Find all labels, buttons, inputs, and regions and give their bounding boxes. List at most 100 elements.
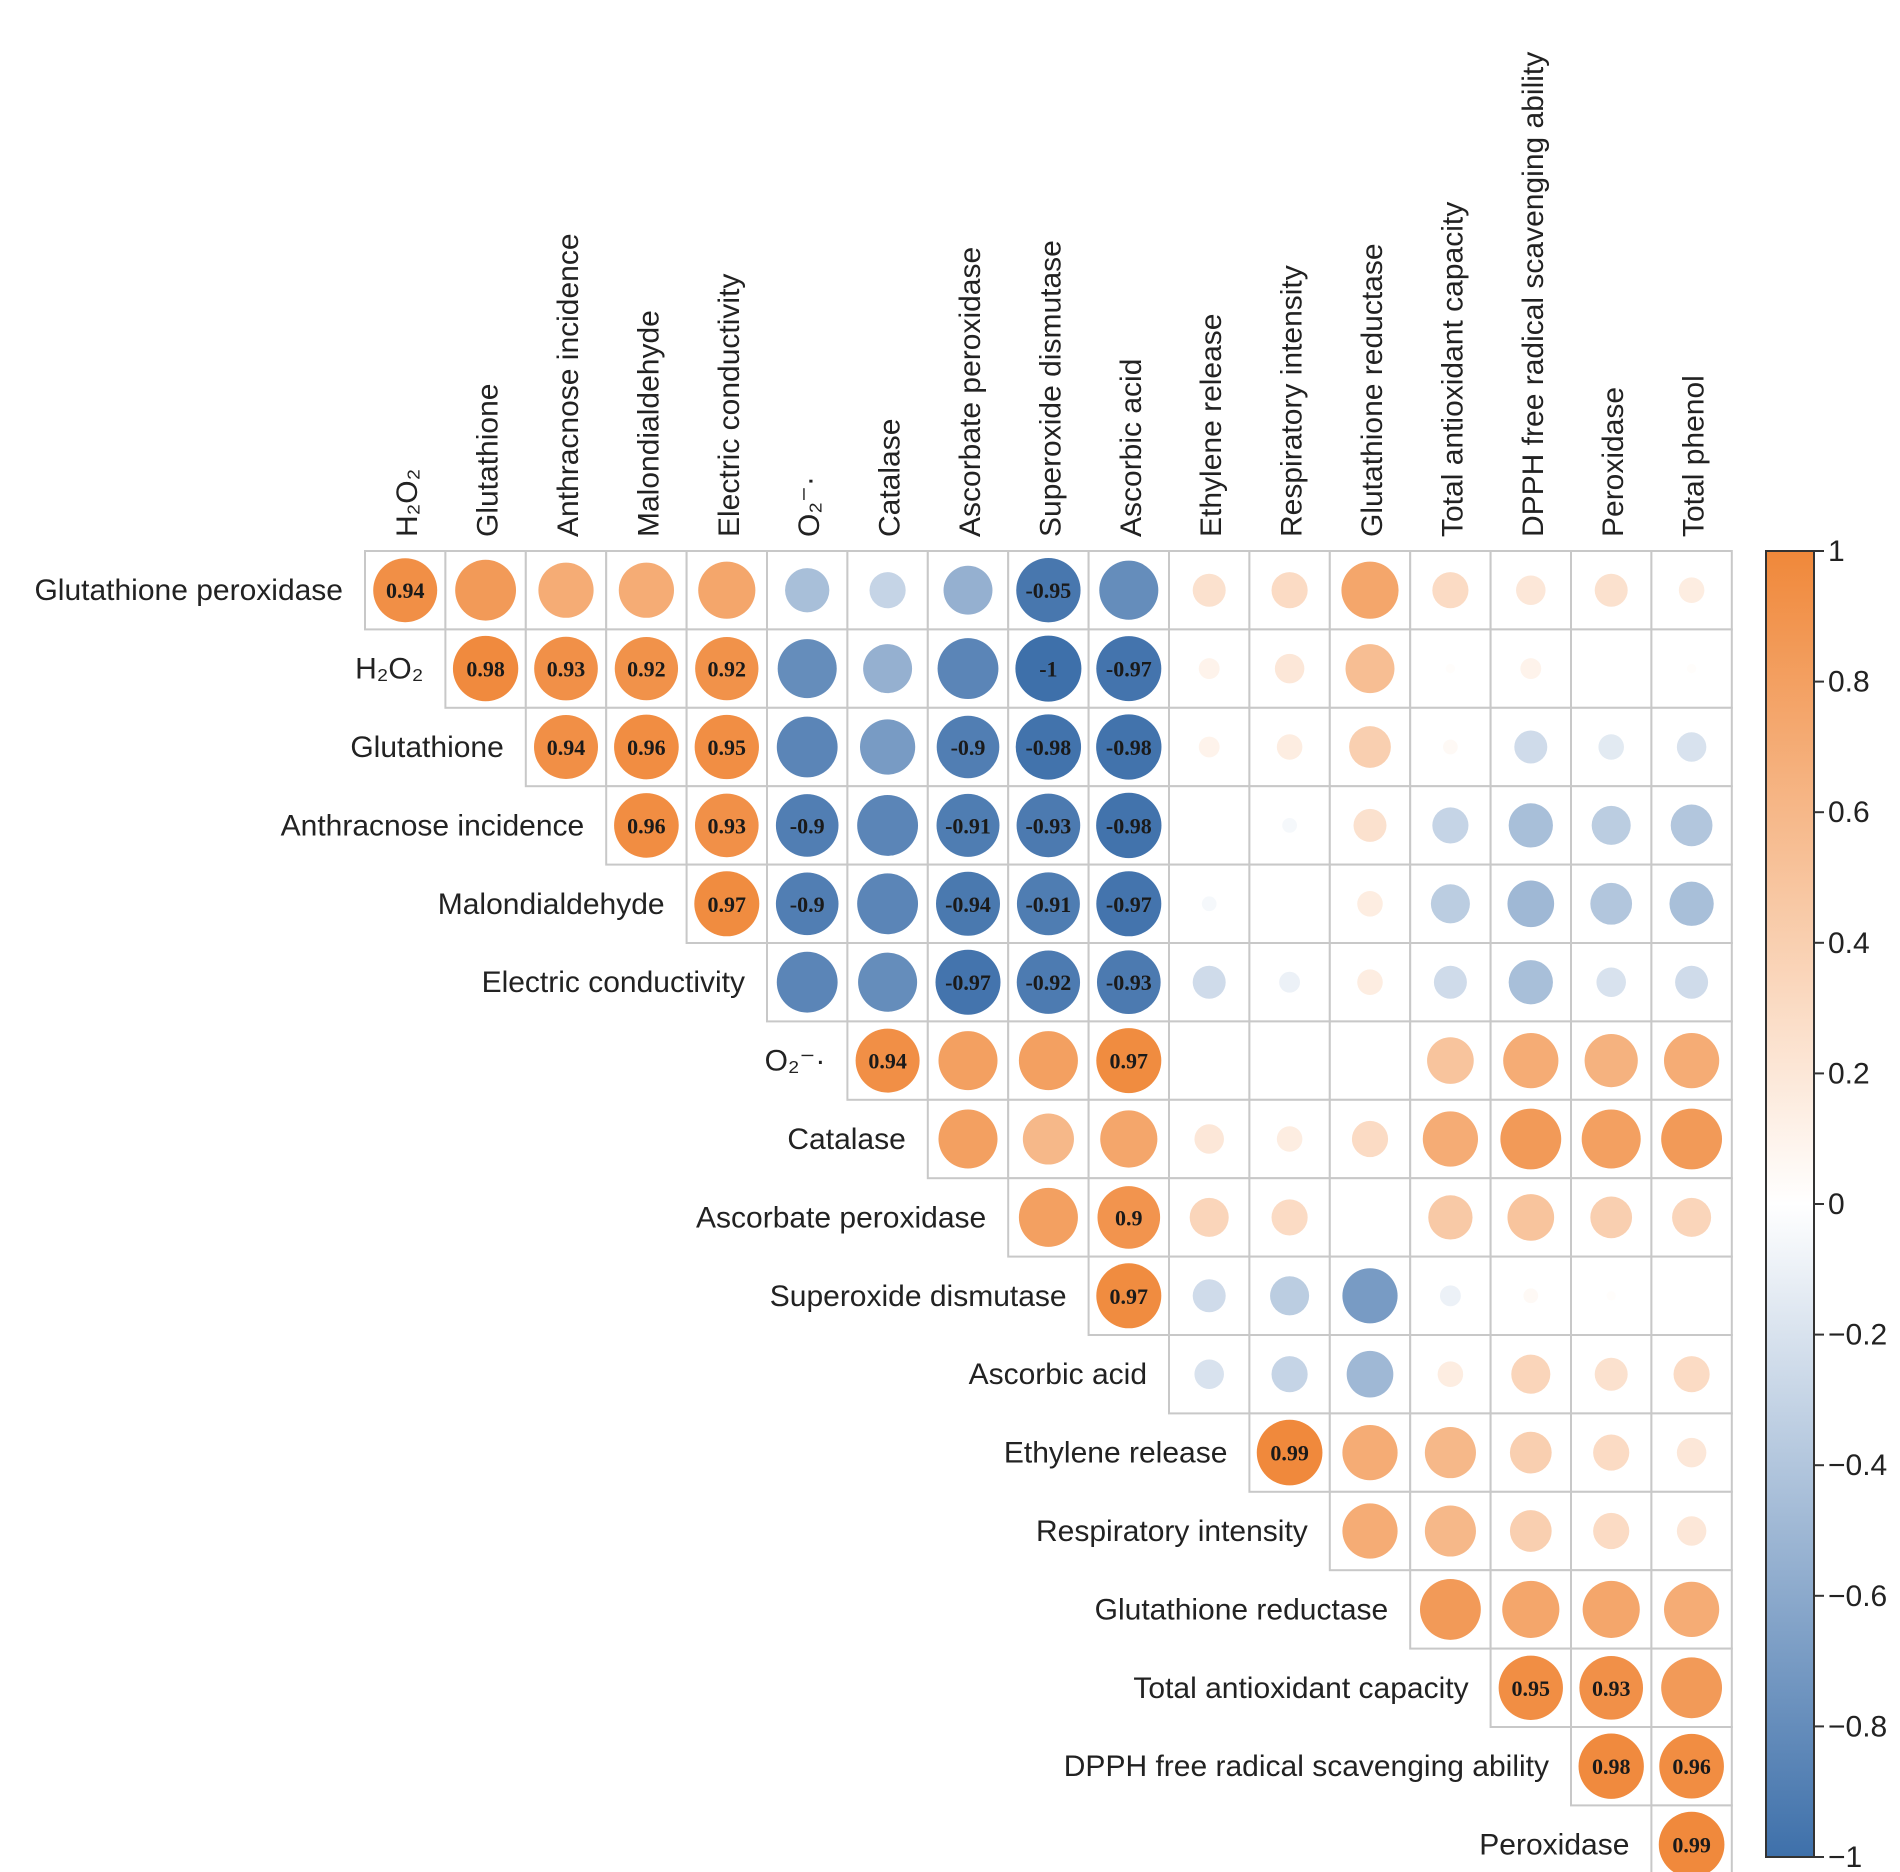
- value-label: 0.96: [627, 735, 666, 760]
- row-labels: Glutathione peroxidaseH₂O₂GlutathioneAnt…: [34, 574, 1629, 1861]
- correlation-circle: [1503, 1032, 1559, 1089]
- correlation-circle: [775, 794, 839, 857]
- correlation-circle: [1578, 1733, 1644, 1799]
- row-label: Ethylene release: [1004, 1437, 1227, 1470]
- correlation-circle: [1678, 577, 1705, 603]
- correlation-circle: [1430, 884, 1470, 924]
- column-label: Peroxidase: [1597, 387, 1630, 537]
- value-label: 0.97: [1110, 1049, 1149, 1074]
- correlation-circle: [1581, 1109, 1641, 1169]
- cell: [1168, 785, 1251, 866]
- correlation-circle: [775, 872, 839, 936]
- correlation-circle: [1201, 896, 1217, 912]
- value-label: 0.96: [627, 813, 666, 838]
- correlation-circle: [1349, 726, 1391, 768]
- correlation-circle: [1516, 575, 1546, 605]
- column-label: Ethylene release: [1195, 314, 1228, 537]
- cell: [1328, 863, 1412, 944]
- correlation-circle: [1673, 1356, 1710, 1393]
- correlation-circle: [614, 636, 679, 701]
- correlation-circle: [1099, 560, 1159, 620]
- row-label: Total antioxidant capacity: [1133, 1672, 1468, 1705]
- correlation-circle: [857, 873, 919, 935]
- correlation-circle: [1591, 805, 1631, 845]
- column-label: Ascorbic acid: [1115, 359, 1148, 537]
- correlation-circle: [1594, 1357, 1628, 1391]
- correlation-circle: [1663, 1581, 1720, 1638]
- value-label: 0.96: [1672, 1754, 1711, 1779]
- correlation-circle: [943, 565, 993, 615]
- correlation-circle: [1351, 1120, 1389, 1158]
- correlation-circle: [1279, 971, 1301, 993]
- column-label: H₂O₂: [391, 469, 424, 537]
- correlation-circle: [1663, 1032, 1720, 1089]
- correlation-circle: [1353, 808, 1387, 842]
- correlation-circle: [1520, 658, 1542, 680]
- correlation-circle: [1509, 1510, 1552, 1552]
- correlation-circle: [1669, 881, 1714, 926]
- value-label: -0.9: [790, 813, 825, 838]
- value-label: -0.93: [1025, 813, 1071, 838]
- value-label: -0.9: [790, 892, 825, 917]
- correlation-circle: [857, 794, 919, 856]
- correlation-circle: [614, 714, 679, 780]
- correlation-circle: [1282, 818, 1297, 833]
- correlation-circle: [1514, 730, 1548, 764]
- row-label: Catalase: [787, 1123, 905, 1156]
- colorbar-tick-label: 1: [1828, 535, 1845, 568]
- column-label: Ascorbate peroxidase: [954, 247, 987, 537]
- correlation-circle: [452, 635, 519, 702]
- cell: [1328, 1020, 1412, 1101]
- correlation-circle: [1579, 1655, 1644, 1720]
- correlation-circle: [1096, 871, 1162, 937]
- correlation-circle: [1015, 714, 1082, 780]
- value-label: -0.95: [1025, 578, 1071, 603]
- correlation-circle: [1016, 872, 1080, 936]
- value-label: -0.91: [1025, 892, 1071, 917]
- correlation-circle: [1582, 1580, 1640, 1638]
- value-label: -0.98: [1106, 735, 1152, 760]
- cell: [1570, 628, 1653, 709]
- correlation-circle: [1445, 663, 1456, 674]
- correlation-circle: [1346, 1350, 1394, 1398]
- correlation-circle: [863, 644, 913, 694]
- correlation-circle: [1097, 1186, 1161, 1249]
- correlation-circle: [1357, 891, 1383, 917]
- value-label: 0.98: [466, 657, 505, 682]
- correlation-circle: [936, 871, 1000, 936]
- column-label: Electric conductivity: [713, 274, 746, 537]
- correlation-circle: [1424, 1427, 1476, 1479]
- correlation-circle: [776, 951, 838, 1013]
- correlation-circle: [1658, 1811, 1725, 1872]
- value-label: 0.94: [868, 1049, 907, 1074]
- value-label: 0.94: [386, 578, 425, 603]
- row-label: H₂O₂: [355, 653, 423, 686]
- correlation-circle: [1422, 1111, 1479, 1167]
- correlation-circle: [698, 561, 756, 619]
- correlation-circle: [936, 715, 1000, 779]
- row-label: Glutathione reductase: [1095, 1593, 1389, 1626]
- correlation-circle: [1342, 1424, 1398, 1481]
- correlation-circle: [534, 715, 598, 779]
- value-label: -1: [1039, 657, 1057, 682]
- correlation-circle: [1606, 1291, 1616, 1301]
- correlation-circle: [1198, 658, 1220, 680]
- cell: [1248, 1020, 1331, 1101]
- correlation-circle: [1590, 882, 1633, 925]
- cell: [1650, 1255, 1733, 1336]
- value-label: -0.98: [1106, 813, 1152, 838]
- value-label: -0.97: [945, 970, 991, 995]
- correlation-circle: [938, 1109, 998, 1169]
- correlation-circle: [1096, 792, 1162, 859]
- correlation-circle: [1584, 1033, 1638, 1088]
- correlation-circle: [1507, 1194, 1555, 1241]
- correlation-circle: [1594, 573, 1628, 607]
- value-label: 0.95: [1512, 1676, 1551, 1701]
- correlation-circle: [1508, 803, 1553, 848]
- correlation-circle: [1192, 1279, 1226, 1313]
- value-label: -0.97: [1106, 892, 1152, 917]
- column-label: DPPH free radical scavenging ability: [1517, 52, 1550, 537]
- column-label: O₂⁻·: [793, 476, 826, 537]
- correlation-circle: [1424, 1505, 1476, 1557]
- correlation-circle: [695, 636, 759, 701]
